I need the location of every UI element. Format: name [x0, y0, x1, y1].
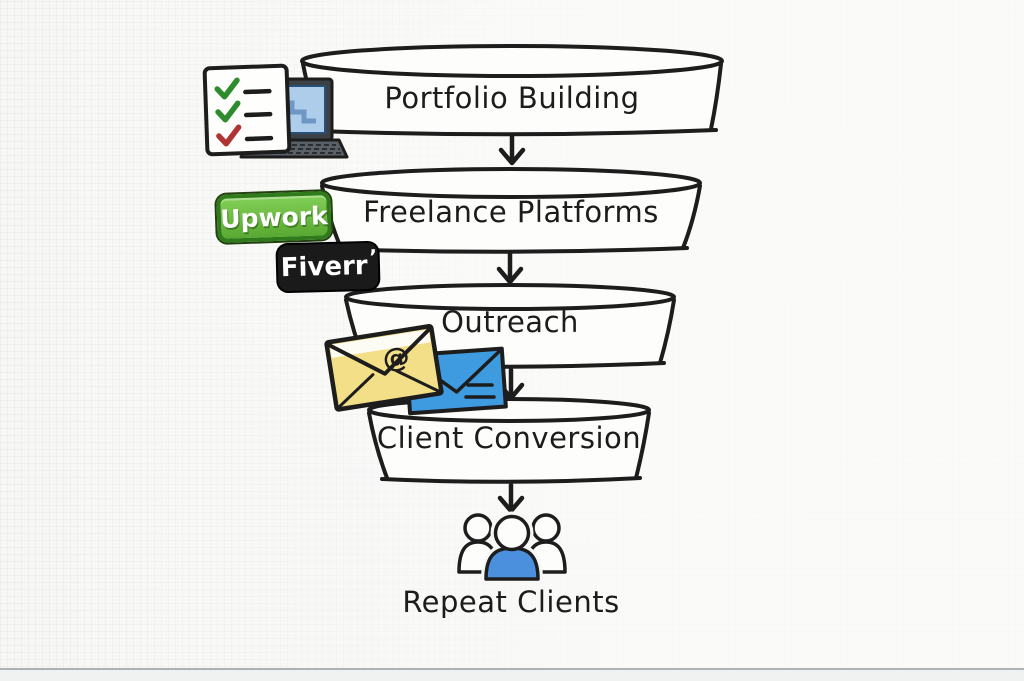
funnel-stage-1-shape: [300, 44, 724, 137]
flow-arrow-2: [496, 251, 524, 285]
person-middle: [480, 511, 544, 584]
upwork-badge: Upwork: [216, 191, 332, 243]
checklist-icon: [202, 63, 292, 157]
at-symbol: @: [380, 341, 412, 376]
check-green-2: [215, 100, 241, 123]
result-label-repeat-clients: Repeat Clients: [402, 585, 620, 619]
envelope-yellow-icon: @: [324, 324, 444, 412]
upwork-badge-label: Upwork: [219, 200, 329, 234]
check-green-1: [214, 77, 240, 100]
fiverr-badge-mark: ʼ: [369, 244, 378, 269]
stage-label-portfolio-building: Portfolio Building: [384, 81, 640, 115]
clients-group-icon: [457, 511, 567, 584]
stage-label-outreach: Outreach: [441, 305, 579, 339]
stage-label-freelance-platforms: Freelance Platforms: [363, 195, 659, 229]
flow-arrow-4: [497, 482, 525, 514]
motion-lines: [464, 383, 496, 399]
fiverr-badge-label: Fiverr: [280, 250, 369, 284]
check-red: [216, 124, 242, 147]
stage-label-client-conversion: Client Conversion: [376, 421, 642, 455]
paper-bottom-edge: [0, 668, 1024, 681]
flow-arrow-1: [498, 133, 526, 166]
funnel-stage-2-shape: [320, 167, 702, 254]
